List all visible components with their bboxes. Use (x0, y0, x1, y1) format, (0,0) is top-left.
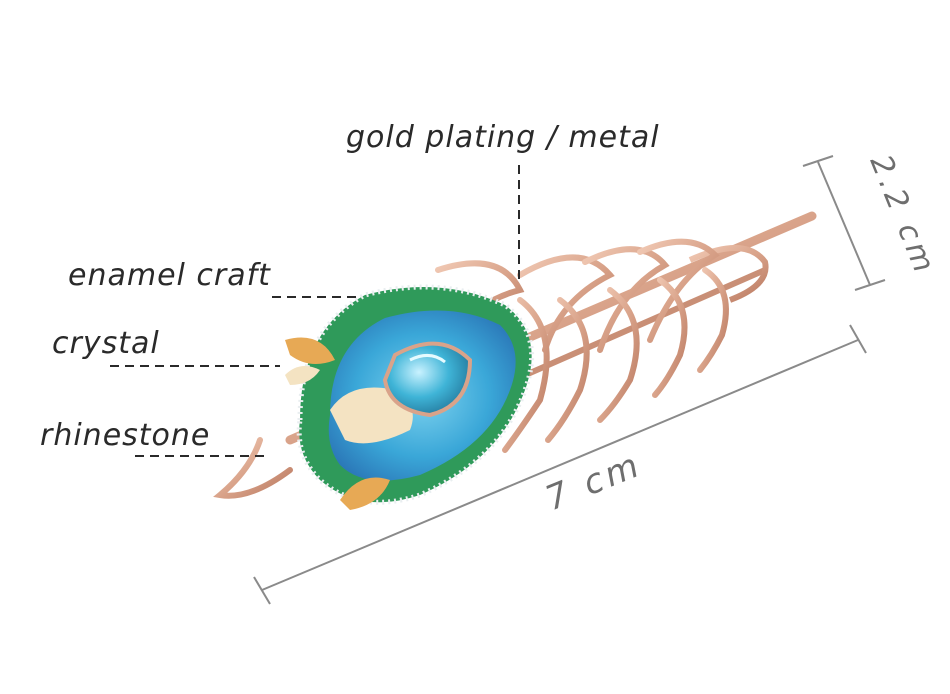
length-tick-right (849, 324, 867, 354)
enamel-callout-label: enamel craft (68, 258, 271, 293)
length-dimension-line (261, 339, 859, 591)
callout-leaders (110, 165, 520, 457)
width-dimension-line (817, 161, 871, 286)
crystal-callout-label: crystal (52, 326, 160, 361)
width-tick-top (802, 155, 834, 167)
length-tick-left (253, 576, 271, 605)
enamel-feather-eye (285, 284, 535, 510)
width-tick-bottom (854, 279, 886, 291)
dimension-lines (253, 155, 886, 605)
metal-callout-label: gold plating / metal (346, 120, 660, 155)
feather-metal-frame (213, 238, 729, 499)
rhinestone-callout-label: rhinestone (40, 418, 211, 453)
crystal-gem (382, 341, 473, 418)
